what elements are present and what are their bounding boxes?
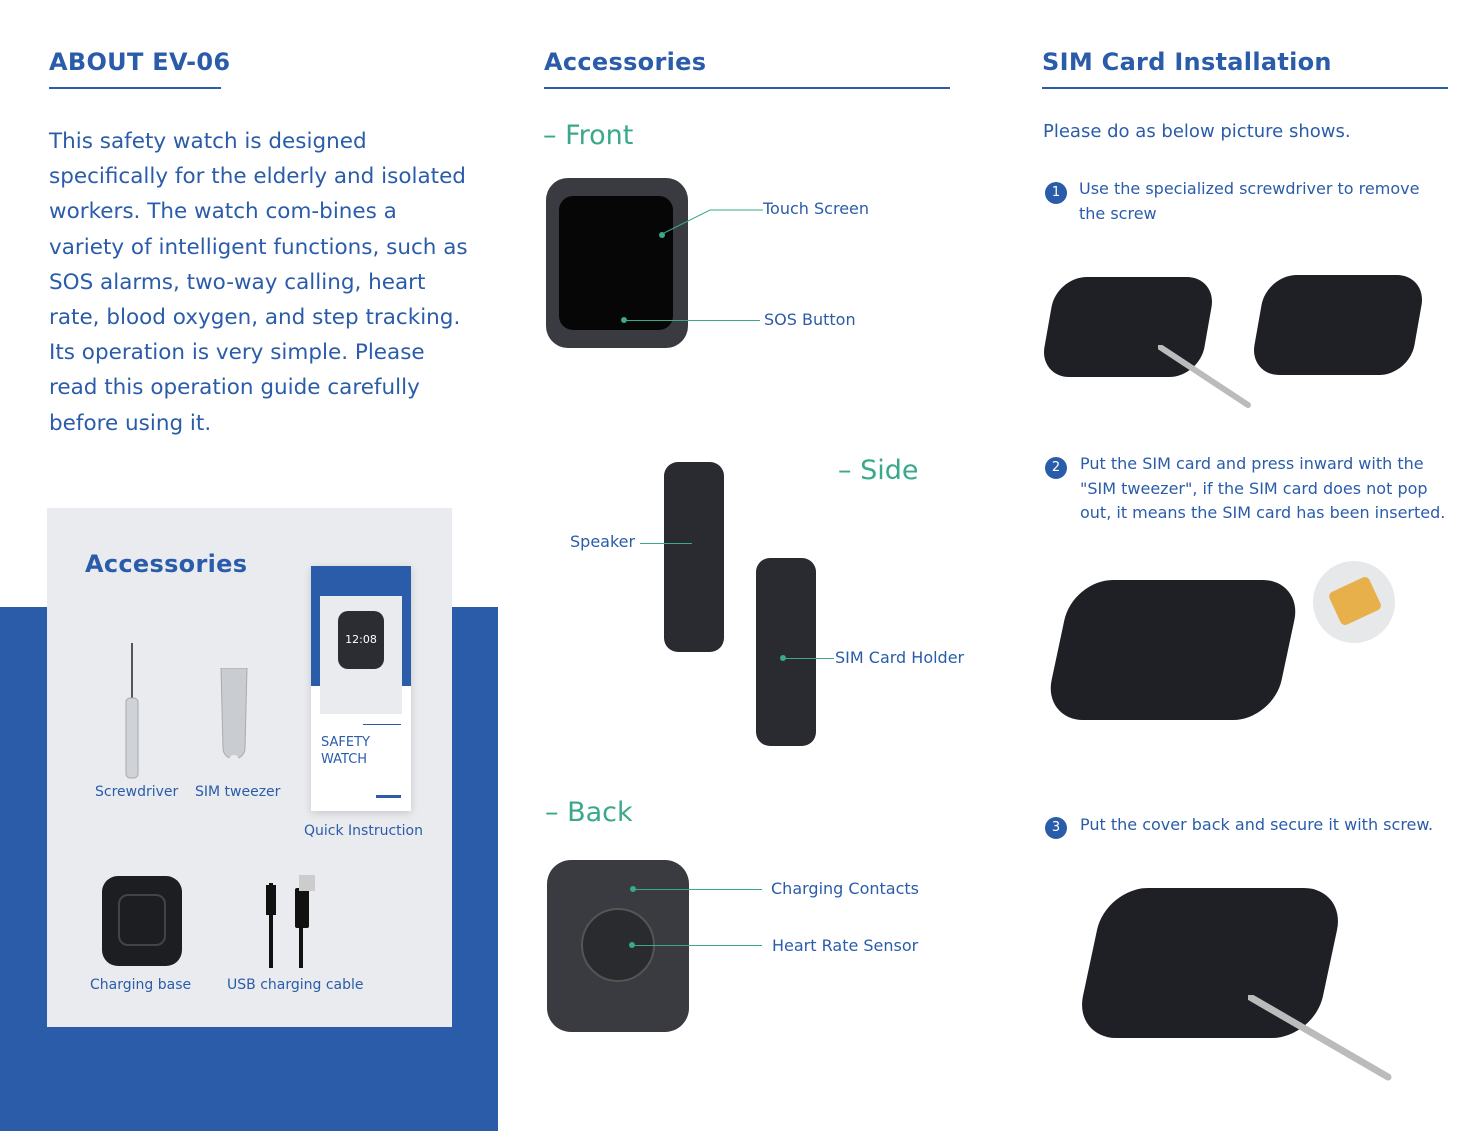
accessories-panel: Accessories Screwdriver SIM tweezer 12:0… — [47, 508, 452, 1027]
watch-front-image — [546, 178, 688, 348]
watch-side-image — [664, 462, 724, 652]
back-heading: – Back — [545, 797, 633, 828]
front-heading: – Front — [543, 120, 634, 151]
about-text: This safety watch is designed specifical… — [49, 129, 468, 436]
screwdriver-icon — [125, 643, 139, 779]
step-number: 2 — [1045, 457, 1067, 479]
label-charging-contacts: Charging Contacts — [771, 879, 919, 898]
about-title: ABOUT EV-06 — [49, 48, 231, 76]
label-sos-button: SOS Button — [764, 310, 856, 329]
label-sim-card-holder: SIM Card Holder — [835, 648, 965, 667]
step-text: Use the specialized screwdriver to remov… — [1079, 179, 1420, 223]
divider — [1042, 87, 1448, 89]
sim-title: SIM Card Installation — [1042, 48, 1332, 76]
label-speaker: Speaker — [570, 532, 636, 551]
usb-cable-icon — [266, 875, 315, 968]
label-quick-instruction: Quick Instruction — [304, 823, 423, 839]
divider — [544, 87, 950, 89]
sim-card-zoom — [1313, 561, 1395, 643]
label-charging-base: Charging base — [90, 977, 192, 993]
screwdriver-icon — [1248, 995, 1392, 1081]
step-number: 3 — [1045, 817, 1067, 839]
sim-intro: Please do as below picture shows. — [1043, 121, 1351, 142]
label-touch-screen: Touch Screen — [763, 199, 870, 218]
charging-base-icon — [102, 876, 182, 966]
watch-screen: 12:08 — [338, 611, 384, 669]
watch-side-image-2 — [756, 558, 816, 746]
watch-back-image — [547, 860, 689, 1032]
watch-sim-image — [1043, 580, 1303, 720]
screwdriver-icon — [1158, 345, 1251, 408]
step-text: Put the SIM card and press inward with t… — [1080, 454, 1446, 522]
sim-tweezer-icon — [220, 668, 248, 765]
panel-title: Accessories — [85, 550, 248, 578]
label-heart-rate-sensor: Heart Rate Sensor — [772, 936, 919, 955]
label-screwdriver: Screwdriver — [95, 784, 179, 800]
label-usb-cable: USB charging cable — [227, 977, 364, 993]
step-number: 1 — [1045, 182, 1067, 204]
accessories-title: Accessories — [544, 48, 707, 76]
divider — [49, 87, 221, 89]
watch-open-image-2 — [1249, 275, 1427, 375]
side-heading: – Side — [838, 455, 919, 486]
label-sim-tweezer: SIM tweezer — [195, 784, 281, 800]
step-text: Put the cover back and secure it with sc… — [1080, 815, 1434, 834]
